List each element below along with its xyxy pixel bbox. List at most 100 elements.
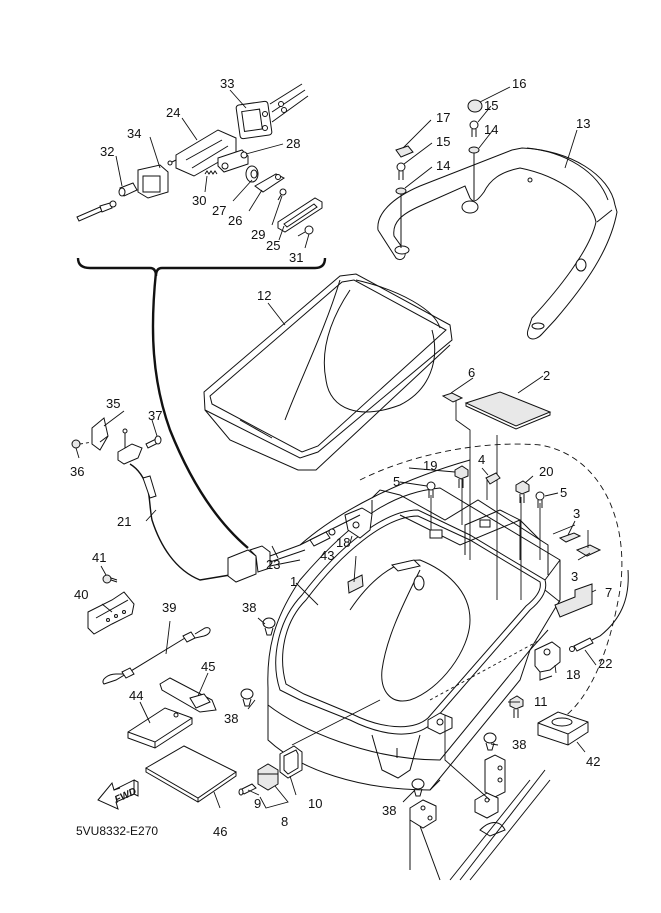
part-28-holder — [217, 149, 249, 173]
part-32-sleeve — [118, 182, 138, 197]
callout-14-left: 14 — [436, 158, 450, 173]
callout-7: 7 — [605, 585, 612, 600]
part-44-pouch — [127, 707, 193, 749]
rack-hardware — [395, 99, 483, 248]
callout-16: 16 — [512, 76, 526, 91]
callout-28: 28 — [286, 136, 300, 151]
part-34-cover — [137, 164, 169, 199]
callout-37: 37 — [148, 408, 162, 423]
part-46-owners-manual — [145, 745, 237, 803]
part-23-coupler — [227, 459, 471, 583]
leader-lines — [75, 86, 597, 809]
subassembly-lead-wire — [151, 271, 249, 549]
callout-26: 26 — [228, 213, 242, 228]
part-21-cable — [129, 463, 231, 581]
part-5-screw-right — [535, 491, 545, 508]
part-30-spring — [204, 170, 218, 175]
callout-18-front: 18 — [336, 535, 350, 550]
part-45-strap — [159, 677, 217, 713]
part-43-label — [347, 574, 364, 594]
callout-6: 6 — [468, 365, 475, 380]
callout-19: 19 — [423, 458, 437, 473]
callout-5-left: 5 — [393, 474, 400, 489]
callout-9: 9 — [254, 796, 261, 811]
part-19-bolt — [454, 465, 469, 488]
part-2-pad — [464, 391, 552, 427]
box-bracket — [427, 712, 453, 735]
callout-31: 31 — [289, 250, 303, 265]
callout-27: 27 — [212, 203, 226, 218]
part-26-lever — [254, 173, 285, 193]
part-41-bolt — [102, 574, 118, 584]
callout-11: 11 — [534, 694, 548, 709]
part-37-screw — [145, 435, 162, 449]
part-9-pin — [238, 783, 257, 796]
callout-45: 45 — [201, 659, 215, 674]
part-18-latch-right — [534, 641, 561, 681]
part-3-pad-lower — [575, 544, 602, 557]
callout-21: 21 — [117, 514, 131, 529]
callout-44: 44 — [129, 688, 143, 703]
callout-1: 1 — [290, 574, 297, 589]
part-1-storage-box — [267, 487, 561, 791]
callout-38-b: 38 — [224, 711, 238, 726]
part-6-pad — [441, 392, 464, 403]
callout-29: 29 — [251, 227, 265, 242]
callout-46: 46 — [213, 824, 227, 839]
callout-38-a: 38 — [242, 600, 256, 615]
callout-39: 39 — [162, 600, 176, 615]
hidden-edge — [429, 639, 541, 701]
part-27-rotor — [245, 165, 259, 183]
part-42-rubber-pad — [537, 711, 589, 746]
callout-43: 43 — [320, 548, 334, 563]
part-14-washer-left — [395, 187, 407, 195]
part-38-grommet-c — [483, 732, 497, 751]
part-40-hook-bracket — [87, 591, 135, 635]
callout-3-lower: 3 — [571, 569, 578, 584]
callout-24: 24 — [166, 105, 180, 120]
part-38-grommet-a — [262, 617, 276, 636]
part-31-screw — [297, 225, 314, 237]
part-13-carrier-rack — [377, 147, 618, 340]
part-16-cap — [467, 99, 483, 113]
part-36-nut — [71, 439, 93, 449]
part-20-bolt — [515, 480, 530, 503]
part-5-screw-left — [426, 481, 436, 498]
part-29-screw — [277, 188, 287, 201]
callout-30: 30 — [192, 193, 206, 208]
callout-3-upper: 3 — [573, 506, 580, 521]
part-7-plate — [554, 583, 593, 618]
connector-subassembly — [76, 83, 327, 549]
callout-40: 40 — [74, 587, 88, 602]
callout-36: 36 — [70, 464, 84, 479]
callout-13: 13 — [576, 116, 590, 131]
callout-42: 42 — [586, 754, 600, 769]
part-22-cable-end — [569, 569, 629, 652]
part-4-clip — [485, 472, 501, 485]
part-10-bezel — [279, 745, 303, 779]
callout-33: 33 — [220, 76, 234, 91]
callout-34: 34 — [127, 126, 141, 141]
part-38-grommet-d — [411, 778, 425, 797]
part-33-coupler-cap — [235, 83, 309, 140]
callout-15-left: 15 — [436, 134, 450, 149]
part-15-bolt-right — [469, 120, 479, 137]
callout-18-right: 18 — [566, 667, 580, 682]
callout-15-right: 15 — [484, 98, 498, 113]
part-39-helmet-cable — [102, 627, 211, 685]
callout-labels-left: 35 37 36 21 23 41 40 39 45 44 46 9 8 10 — [70, 396, 322, 839]
part-38-grommet-b — [240, 688, 254, 707]
frame-brackets — [409, 715, 551, 881]
callout-labels: 33 24 28 34 32 30 27 26 29 25 31 16 15 1… — [100, 76, 612, 818]
terminal-pin — [76, 200, 117, 222]
fwd-arrow-icon: FWD — [97, 779, 139, 810]
release-lever — [117, 428, 143, 465]
callout-14-right: 14 — [484, 122, 498, 137]
drawing-code: 5VU8332-E270 — [76, 824, 158, 838]
part-25-gasket — [277, 197, 323, 233]
part-15-bolt-left — [396, 162, 406, 180]
callout-38-d: 38 — [382, 803, 396, 818]
part-8-switch — [257, 763, 279, 791]
callout-8: 8 — [281, 814, 288, 829]
